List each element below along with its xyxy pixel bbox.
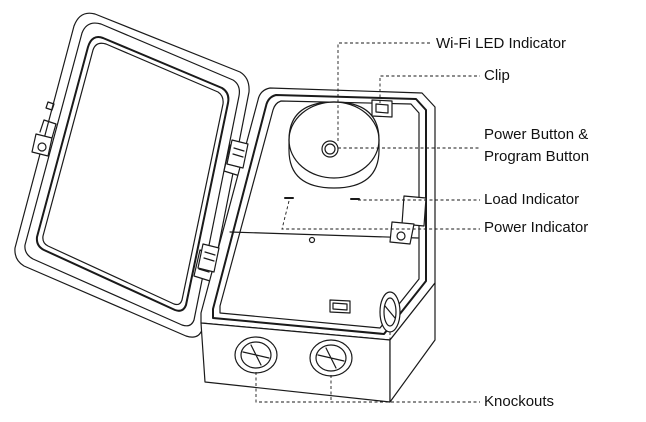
knockouts-label: Knockouts [484, 393, 555, 410]
clip-label: Clip [484, 67, 510, 84]
bottom-clip [329, 299, 351, 314]
power-button-label-line2: Program Button [484, 148, 590, 165]
knockout-middle [309, 339, 353, 377]
knockout-side [379, 291, 401, 333]
side-latch [389, 195, 427, 245]
leader-lines [255, 42, 480, 403]
power-indicator-label: Power Indicator [484, 219, 589, 236]
power-button[interactable] [288, 101, 380, 189]
power-button-label-line1: Power Button & [484, 126, 589, 143]
knockout-left [234, 336, 278, 374]
load-indicator-label: Load Indicator [484, 191, 580, 208]
wifi-led-indicator-label: Wi-Fi LED Indicator [436, 35, 567, 52]
clip [371, 99, 393, 118]
